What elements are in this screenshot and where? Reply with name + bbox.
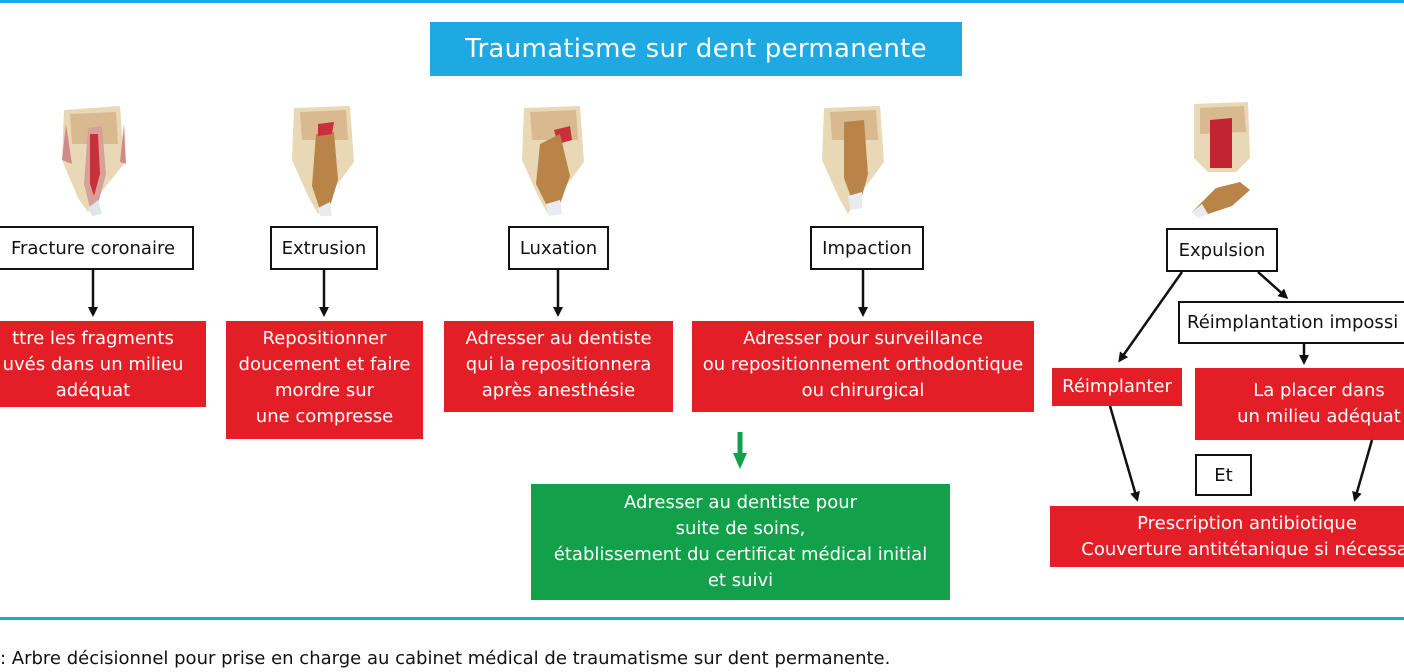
expulsion-box: Expulsion [1166,228,1278,272]
tooth-avulsion-icon [1192,102,1250,218]
arrow-store-prescription [1352,439,1374,502]
impaction-box: Impaction [810,226,924,270]
extrusion-action-box: Repositionner doucement et faire mordre … [226,321,423,439]
arrow-expulsion-reimplant [1118,271,1184,363]
figure-caption: : Arbre décisionnel pour prise en charge… [0,648,891,669]
prescription-box: Prescription antibiotique Couverture ant… [1050,506,1404,567]
arrow-reimplant-prescription [1108,405,1140,502]
luxation-action-box: Adresser au dentiste qui la repositionne… [444,321,673,412]
impaction-action-box: Adresser pour surveillance ou reposition… [692,321,1034,412]
tooth-extrusion-icon [292,106,354,216]
reimplantation-impossible-box: Réimplantation impossi [1178,301,1404,344]
top-rule [0,0,1404,3]
reimplanter-box: Réimplanter [1052,368,1182,406]
tooth-luxation-icon [522,106,584,216]
followup-box: Adresser au dentiste pour suite de soins… [531,484,950,600]
tooth-impaction-icon [822,106,884,214]
luxation-box: Luxation [508,226,609,270]
diagram-title: Traumatisme sur dent permanente [430,22,962,76]
tooth-fracture-icon [62,106,126,216]
bottom-rule [0,617,1404,620]
fracture-action-box: ttre les fragments uvés dans un milieu a… [0,321,206,407]
fracture-coronaire-box: Fracture coronaire [0,226,194,270]
and-box: Et [1195,454,1252,496]
store-medium-box: La placer dans un milieu adéquat [1195,368,1404,440]
extrusion-box: Extrusion [270,226,378,270]
arrow-expulsion-impossible [1257,271,1289,299]
